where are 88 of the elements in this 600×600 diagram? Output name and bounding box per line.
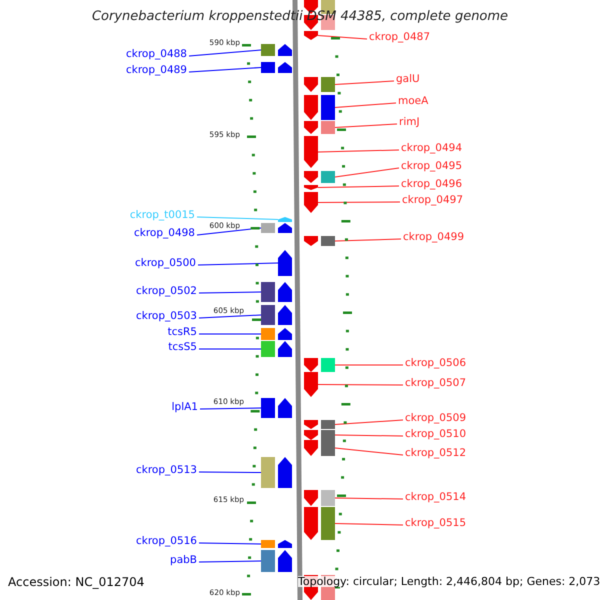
gene-label: ckrop_0515 xyxy=(405,518,466,528)
gene-label: ckrop_0497 xyxy=(402,195,464,206)
gene-marker xyxy=(304,192,318,213)
gene-label: ckrop_0499 xyxy=(403,232,464,242)
leader-line xyxy=(196,228,262,236)
leader-line xyxy=(318,186,400,188)
leader-line xyxy=(334,434,404,436)
leader-line xyxy=(334,124,398,128)
footer-text: Topology: circular; Length: 2,446,804 bp; Genes: 2,073 xyxy=(298,576,600,587)
gene-label: tcsR5 xyxy=(168,327,197,338)
gene-marker xyxy=(304,507,335,540)
gene-label: ckrop_0502 xyxy=(136,286,197,296)
gene-label: ckrop_0510 xyxy=(405,429,466,440)
leader-line xyxy=(334,448,404,456)
leader-line xyxy=(334,80,394,85)
leader-line xyxy=(198,348,262,350)
gene-marker xyxy=(261,44,292,56)
leader-line xyxy=(334,364,404,366)
gene-label: pabB xyxy=(170,555,197,566)
gene-label: ckrop_0487 xyxy=(369,32,430,42)
gene-marker xyxy=(304,77,335,92)
leader-line xyxy=(198,542,262,544)
gene-marker xyxy=(304,490,335,506)
gene-marker xyxy=(261,457,292,488)
gene-marker xyxy=(261,62,292,73)
gene-label: tcsS5 xyxy=(168,342,197,352)
gene-label: ckrop_0512 xyxy=(405,448,466,458)
leader-line xyxy=(318,35,368,40)
gene-marker xyxy=(278,250,292,276)
leader-line xyxy=(334,238,402,242)
gene-marker xyxy=(304,136,318,168)
leader-line xyxy=(318,384,404,386)
gene-label: galU xyxy=(396,74,420,84)
gene-marker xyxy=(261,328,292,340)
leader-line xyxy=(198,472,262,473)
leader-line xyxy=(188,67,262,72)
gene-marker xyxy=(304,236,335,246)
gene-marker xyxy=(261,282,292,302)
gene-marker xyxy=(304,95,335,120)
gene-label: ckrop_0509 xyxy=(405,413,466,424)
leader-line xyxy=(334,523,404,526)
gene-marker xyxy=(304,185,318,190)
gene-label: ckrop_0513 xyxy=(136,465,197,476)
gene-marker xyxy=(261,305,292,325)
gene-marker xyxy=(304,372,318,397)
gene-label: ckrop_0496 xyxy=(401,179,462,190)
leader-line xyxy=(318,150,400,152)
gene-label: ckrop_0498 xyxy=(134,228,195,238)
gene-label: ckrop_0488 xyxy=(126,49,187,60)
leader-line xyxy=(200,408,262,410)
leader-line xyxy=(198,262,278,266)
gene-marker xyxy=(304,171,335,183)
leader-line xyxy=(196,216,278,220)
leader-line xyxy=(334,102,396,108)
gene-marker xyxy=(304,420,335,429)
gene-marker xyxy=(261,540,292,548)
gene-label: ckrop_0494 xyxy=(401,143,462,154)
gene-label: ckrop_0507 xyxy=(405,378,466,388)
gene-marker xyxy=(304,430,335,440)
leader-line xyxy=(334,420,404,425)
gene-label: ckrop_0506 xyxy=(405,358,466,368)
gene-label: moeA xyxy=(398,96,428,106)
gene-label: lplA1 xyxy=(172,402,198,412)
gene-label: ckrop_0500 xyxy=(134,258,196,268)
leader-line xyxy=(198,292,262,294)
leader-line xyxy=(334,168,400,178)
gene-label: ckrop_0503 xyxy=(136,311,197,322)
gene-label: rimJ xyxy=(399,117,420,128)
gene-marker xyxy=(261,550,292,572)
gene-marker xyxy=(261,398,292,418)
gene-marker xyxy=(304,440,335,456)
gene-label: ckrop_0489 xyxy=(126,65,187,76)
gene-label: ckrop_0516 xyxy=(136,536,197,546)
gene-marker xyxy=(304,358,335,372)
gene-label: ckrop_t0015 xyxy=(130,210,195,220)
gene-label: ckrop_0514 xyxy=(405,492,466,502)
gene-marker xyxy=(261,341,292,357)
leader-line xyxy=(334,498,404,500)
leader-line xyxy=(198,560,262,562)
footer-text: Accession: NC_012704 xyxy=(8,576,144,588)
diagram-title: Corynebacterium kroppenstedtii DSM 44385, complete genome xyxy=(90,10,510,23)
gene-label: ckrop_0495 xyxy=(401,161,462,172)
gene-marker xyxy=(261,223,292,233)
gene-marker xyxy=(304,121,335,134)
leader-line xyxy=(188,50,262,56)
leader-line xyxy=(318,202,400,203)
gene-marker xyxy=(304,31,318,40)
leader-line xyxy=(198,314,262,318)
